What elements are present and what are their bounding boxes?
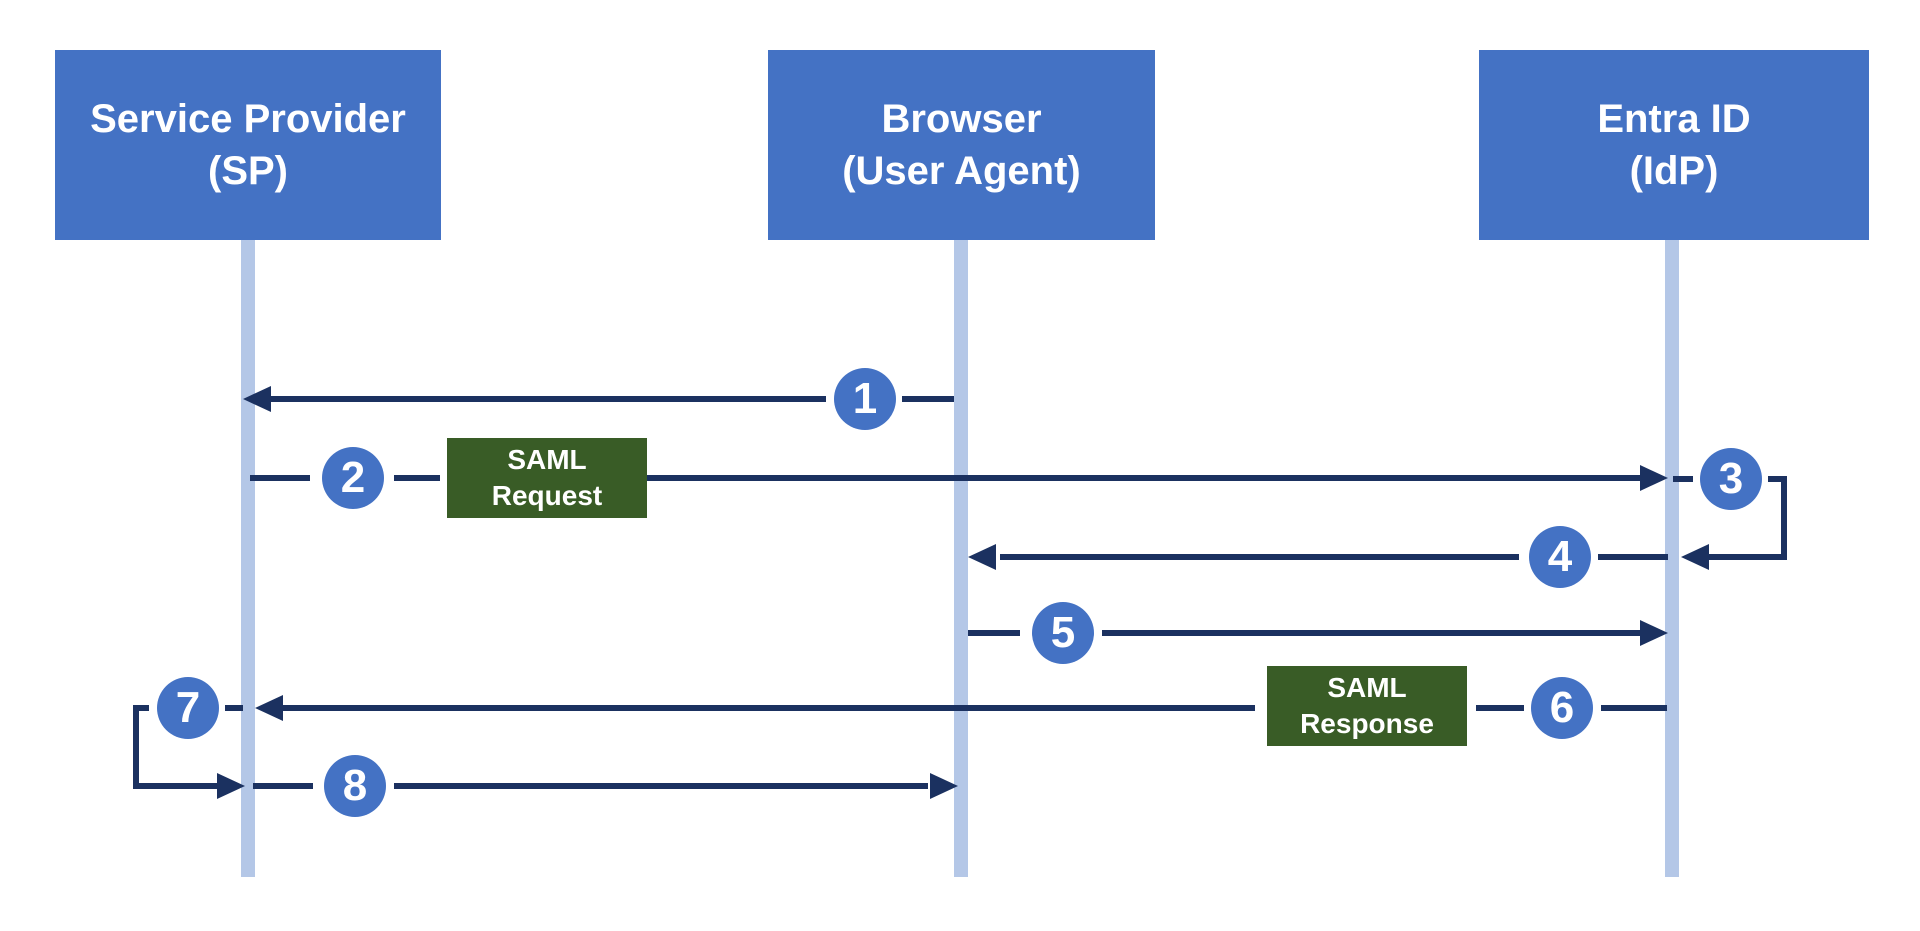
message-line [1673, 476, 1693, 482]
step-badge-1: 1 [834, 368, 896, 430]
message-line [250, 475, 310, 481]
message-line [253, 783, 313, 789]
step-number: 1 [852, 374, 878, 423]
message-line [225, 705, 243, 711]
message-line [281, 705, 1255, 711]
step-number: 3 [1718, 454, 1744, 503]
actor-box-service-provider: Service Provider (SP) [55, 50, 441, 240]
message-line [1102, 630, 1640, 636]
step-number: 7 [175, 683, 201, 732]
label-line: Request [491, 480, 603, 511]
step-number: 2 [340, 453, 366, 502]
actor-name: Browser [881, 97, 1042, 141]
arrowhead-right-icon [217, 773, 245, 799]
step-badge-4: 4 [1529, 526, 1591, 588]
actor-name: Entra ID [1597, 97, 1751, 141]
label-line: Response [1300, 708, 1434, 739]
step-badge-2: 2 [322, 447, 384, 509]
saml-response-label: SAML Response [1267, 666, 1467, 746]
arrowhead-right-icon [1640, 465, 1668, 491]
step-number: 4 [1547, 532, 1573, 581]
actor-name: Service Provider [90, 97, 406, 141]
message-line [647, 475, 1640, 481]
arrowhead-left-icon [255, 695, 283, 721]
step-number: 8 [342, 761, 368, 810]
loop-line [133, 705, 149, 711]
actor-box-browser: Browser (User Agent) [768, 50, 1155, 240]
step-badge-7: 7 [157, 677, 219, 739]
message-line [1000, 554, 1519, 560]
message-line [268, 396, 826, 402]
message-line [1598, 554, 1668, 560]
arrowhead-right-icon [930, 773, 958, 799]
actor-role: (IdP) [1629, 149, 1719, 193]
saml-request-label: SAML Request [447, 438, 647, 518]
actor-role: (User Agent) [842, 149, 1081, 193]
arrowhead-left-icon [968, 544, 996, 570]
step-badge-6: 6 [1531, 677, 1593, 739]
lifeline-entra-id [1665, 240, 1679, 877]
loop-line [1768, 476, 1787, 482]
actor-role: (SP) [208, 149, 288, 193]
loop-line [133, 705, 139, 789]
label-line: SAML [1327, 671, 1407, 703]
message-line [1601, 705, 1667, 711]
arrowhead-left-icon [1681, 544, 1709, 570]
message-line [968, 630, 1020, 636]
lifeline-browser [954, 240, 968, 877]
actor-box-entra-id: Entra ID (IdP) [1479, 50, 1869, 240]
message-line [394, 475, 440, 481]
arrowhead-left-icon [243, 386, 271, 412]
message-line [394, 783, 928, 789]
loop-line [1709, 554, 1787, 560]
loop-line [139, 783, 217, 789]
step-badge-5: 5 [1032, 602, 1094, 664]
step-number: 5 [1050, 608, 1076, 657]
step-badge-8: 8 [324, 755, 386, 817]
message-line [1476, 705, 1524, 711]
step-badge-3: 3 [1700, 448, 1762, 510]
step-number: 6 [1549, 683, 1575, 732]
arrowhead-right-icon [1640, 620, 1668, 646]
loop-line [1781, 476, 1787, 560]
label-line: SAML [507, 443, 587, 475]
message-line [902, 396, 954, 402]
